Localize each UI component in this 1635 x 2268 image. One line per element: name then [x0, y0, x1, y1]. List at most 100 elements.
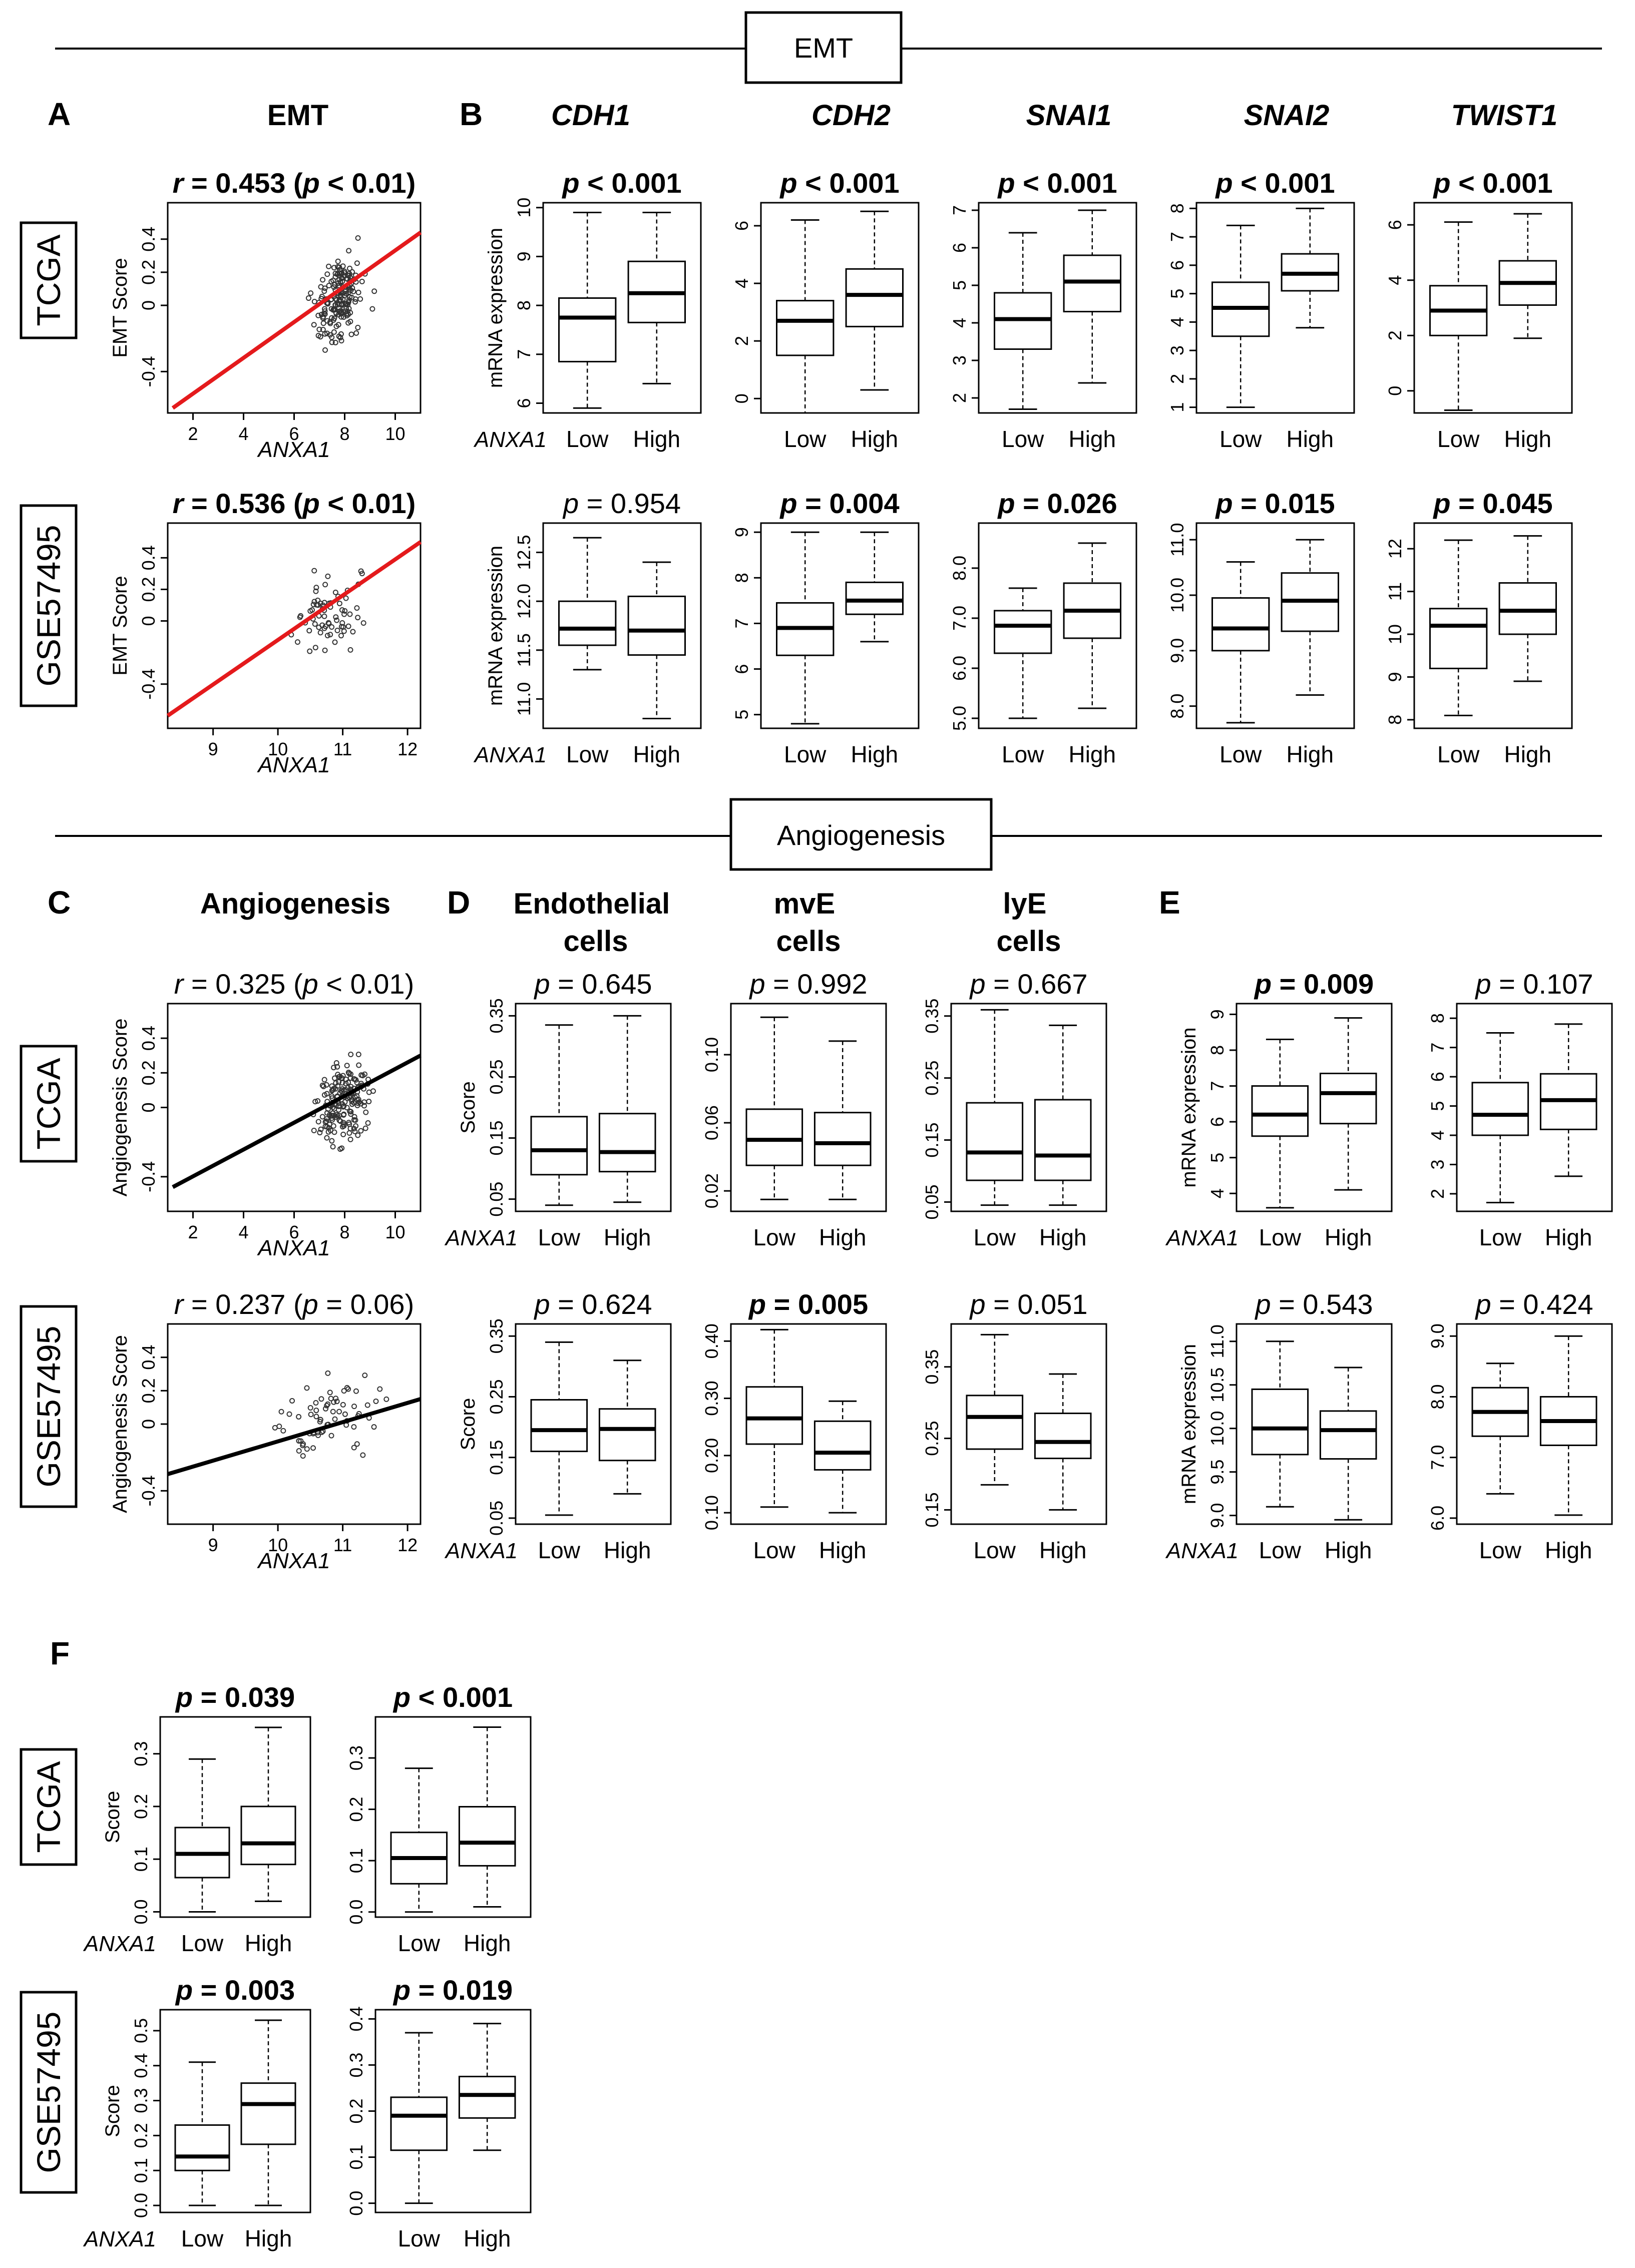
stat-label-value: = 0.954 — [579, 488, 681, 519]
stat-label-part-2: p — [302, 488, 320, 519]
stat-label-symbol: p — [779, 167, 797, 199]
plot-frame — [159, 2009, 311, 2213]
stat-label: p = 0.645 — [533, 968, 652, 1000]
scatter-point — [311, 568, 317, 574]
scatter-point — [348, 1084, 354, 1090]
x-label-high: High — [1286, 741, 1334, 767]
x-label-high: High — [1325, 1537, 1372, 1563]
scatter-point — [325, 1129, 331, 1135]
stat-label-symbol: p — [1432, 488, 1450, 519]
scatter-point — [335, 280, 341, 286]
box-high — [845, 531, 904, 643]
stat-label: r = 0.325 (p < 0.01) — [174, 968, 414, 1000]
box-low — [530, 1341, 588, 1516]
stat-label-value: = 0.004 — [797, 488, 900, 519]
iqr-box — [966, 1395, 1024, 1450]
stat-label: p = 0.624 — [533, 1288, 652, 1320]
stat-label-symbol: p — [1474, 1288, 1491, 1320]
stat-label: p < 0.001 — [779, 167, 899, 199]
x-label-high: High — [1286, 426, 1334, 452]
stat-label-part-3: = 0.06) — [318, 1288, 414, 1320]
y-axis-label: EMT Score — [109, 258, 131, 357]
y-tick-label: 4 — [1167, 317, 1187, 327]
stat-label: p < 0.001 — [561, 167, 681, 199]
y-tick-label: 0.3 — [346, 2052, 366, 2077]
y-tick-label: 0 — [138, 1102, 159, 1112]
regression-line — [167, 1397, 422, 1476]
scatter-point — [324, 271, 330, 277]
scatter-point — [300, 1441, 306, 1447]
stat-label: p < 0.001 — [1432, 167, 1552, 199]
y-tick-label: 2 — [1167, 374, 1187, 384]
y-tick-label: 0.0 — [346, 1900, 366, 1925]
scatter-point — [355, 1132, 361, 1138]
stat-label: p = 0.667 — [969, 968, 1087, 1000]
box-low — [745, 1016, 803, 1200]
scatter-point — [337, 1118, 343, 1124]
box-low — [994, 232, 1052, 410]
y-tick-label: 0.2 — [131, 1794, 151, 1819]
box-low — [1211, 224, 1270, 408]
box-high — [240, 2019, 296, 2206]
y-tick-label: 9 — [1385, 672, 1405, 682]
y-axis-label: EMT Score — [109, 576, 131, 675]
scatter-point — [322, 582, 328, 588]
stat-label-symbol: p — [392, 1681, 411, 1713]
cohort-label-a-tcga: TCGA — [20, 221, 78, 339]
y-tick-label: 11.0 — [1207, 1324, 1228, 1358]
iqr-box — [240, 2082, 296, 2145]
x-label-high: High — [604, 1224, 651, 1250]
y-tick-label: 6 — [514, 398, 534, 408]
scatter-point — [330, 1144, 336, 1150]
heading-b-twist1: TWIST1 — [1451, 99, 1558, 132]
y-tick-label: 0.2 — [138, 260, 159, 285]
y-tick-label: 0 — [731, 393, 752, 403]
y-tick-label: 5 — [1427, 1101, 1448, 1111]
x-tick-label: 10 — [385, 1222, 405, 1242]
stat-label-value: = 0.107 — [1491, 968, 1593, 1000]
x-label-low: Low — [1002, 741, 1044, 767]
iqr-box — [174, 2124, 230, 2171]
y-tick-label: 0.02 — [701, 1173, 722, 1208]
scatter-point — [338, 633, 344, 639]
stat-label-symbol: p — [969, 1288, 985, 1320]
scatter-point — [296, 1448, 302, 1454]
scatter-point — [371, 288, 377, 294]
stat-label: p = 0.009 — [1254, 968, 1374, 1000]
scatter-point — [319, 622, 325, 628]
scatter-point — [345, 301, 351, 307]
x-label-low: Low — [1219, 426, 1262, 452]
plot-frame — [730, 1003, 887, 1212]
box-high — [1034, 1024, 1092, 1206]
stat-label-value: = 0.045 — [1451, 488, 1553, 519]
y-axis-label: Score — [102, 2085, 124, 2137]
scatter-point — [348, 1111, 354, 1117]
iqr-box — [1498, 582, 1557, 635]
heading-d-endothelial: Endothelial cells — [514, 887, 678, 958]
scatter-point — [315, 1433, 321, 1439]
group-axis-caption: ANXA1 — [444, 1226, 518, 1250]
scatter-point — [341, 1388, 347, 1394]
cohort-label-f-gse: GSE57495 — [20, 1991, 78, 2194]
box-low — [558, 212, 617, 409]
scatter-points — [305, 235, 377, 353]
y-tick-label: 4 — [949, 318, 970, 328]
y-tick-label: 0.25 — [486, 1379, 507, 1414]
y-tick-label: 0.2 — [138, 1378, 159, 1403]
angio-label-box — [729, 798, 993, 871]
box-high — [598, 1359, 656, 1495]
x-label-low: Low — [1259, 1537, 1302, 1563]
x-tick-label: 9 — [208, 1535, 218, 1555]
plot-frame — [1413, 202, 1573, 414]
y-tick-label: 2 — [1427, 1189, 1448, 1199]
y-tick-label: 0.1 — [131, 1847, 151, 1872]
iqr-box — [240, 1805, 296, 1866]
y-axis-label: mRNA expression — [485, 228, 507, 388]
x-axis-label: ANXA1 — [256, 437, 330, 462]
x-tick-label: 10 — [268, 739, 288, 759]
scatter-point — [354, 1441, 360, 1447]
chart-c-tcga: r = 0.325 (p < 0.01)-0.400.20.4Angiogene… — [109, 968, 422, 1260]
scatter-point — [326, 263, 332, 269]
scatter-point — [318, 1126, 324, 1132]
scatter-point — [339, 607, 345, 613]
